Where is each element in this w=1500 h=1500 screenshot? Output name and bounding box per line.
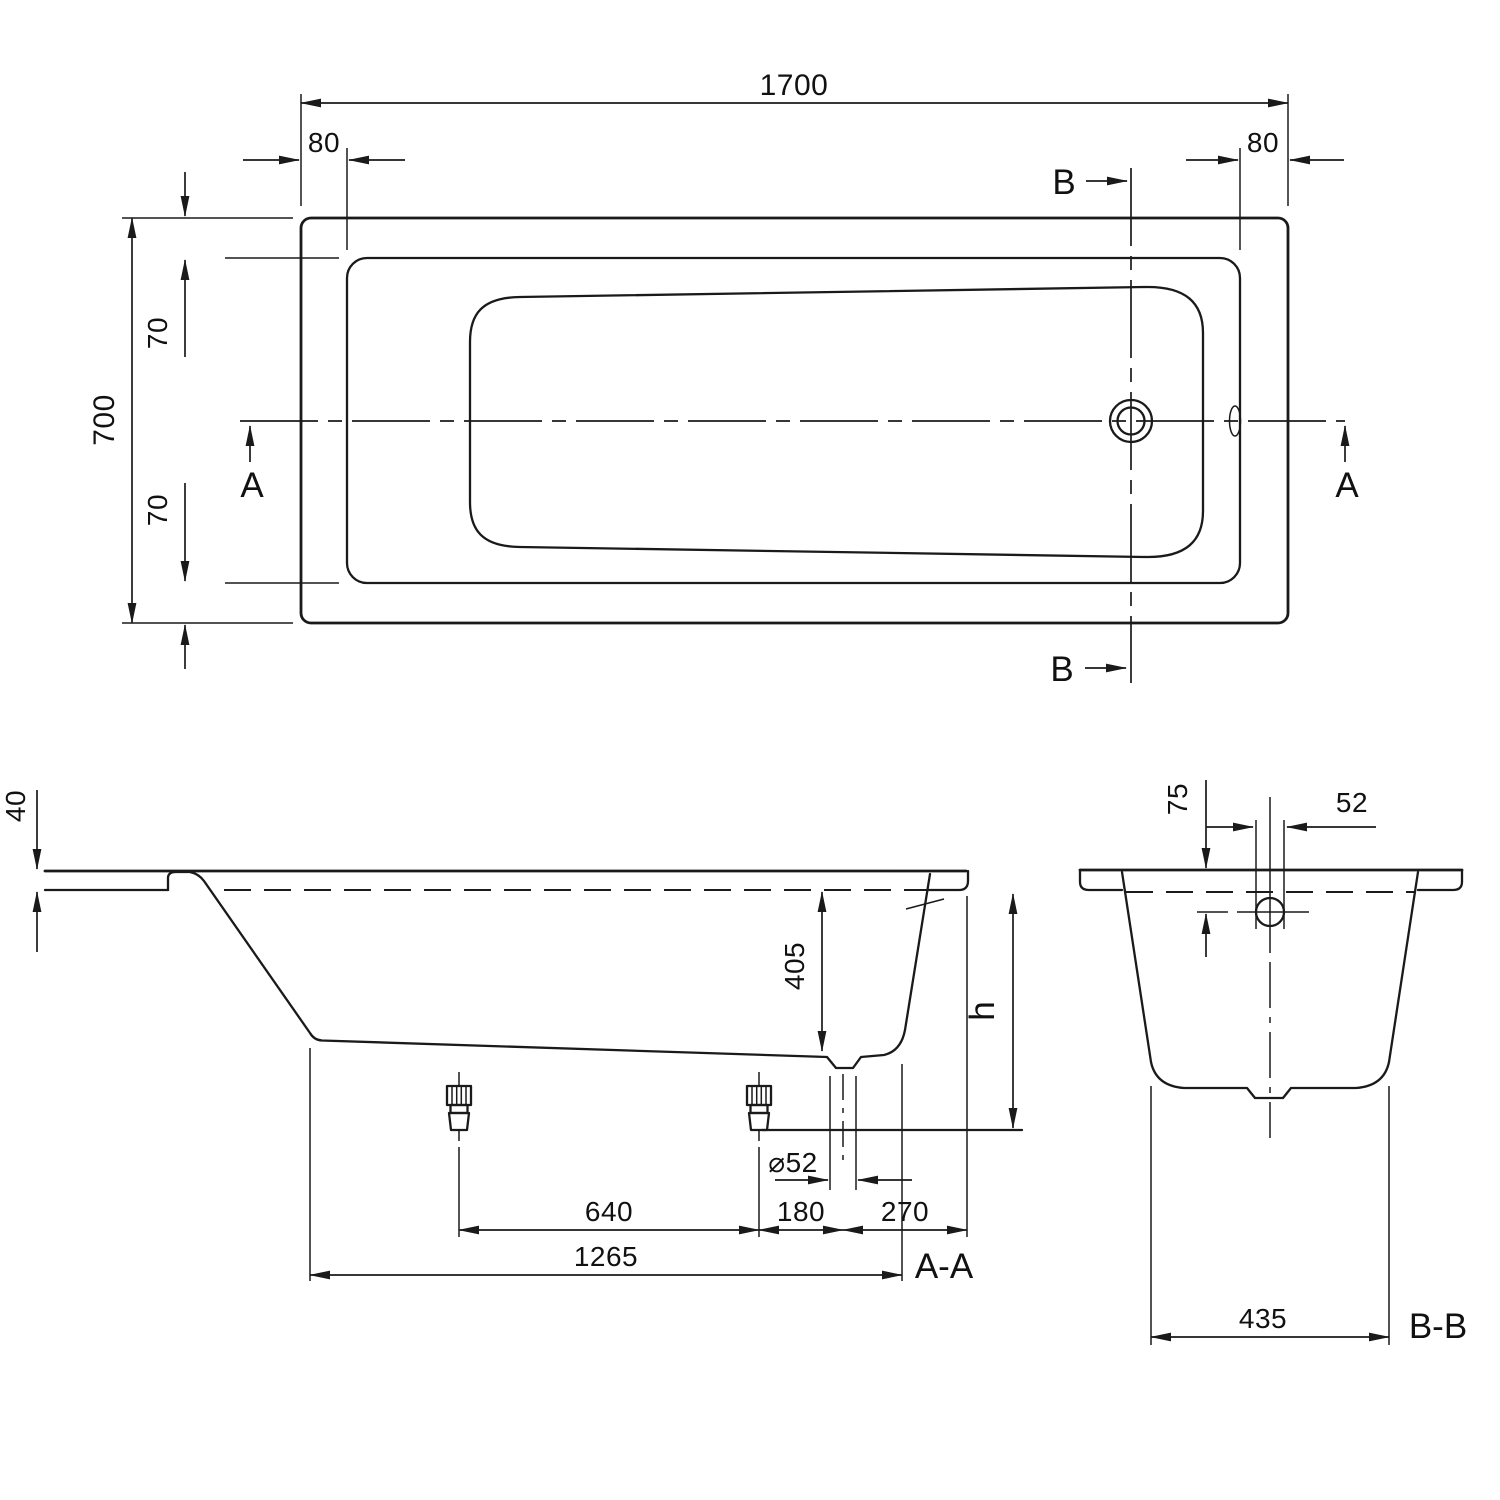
dim-rim-offset-right-label: 80 — [1247, 127, 1279, 158]
rim-block-left-bb — [1078, 868, 1124, 892]
section-a-label-left: A — [240, 466, 264, 505]
rim-block-right — [926, 869, 970, 892]
dim-width-label: 700 — [88, 394, 121, 446]
tub-profile — [166, 870, 932, 1070]
dim-overflow-diameter-label: 52 — [1336, 787, 1368, 818]
section-bb-view: 75 52 435 B-B — [1078, 780, 1467, 1346]
section-a-label-right: A — [1335, 466, 1359, 505]
section-aa-view: 40 405 h ⌀52 640 180 270 1265 A-A — [0, 790, 1024, 1286]
tub-basin-edge — [468, 285, 1205, 559]
dim-length-label: 1700 — [760, 69, 829, 102]
section-bb-title: B-B — [1409, 1307, 1467, 1346]
dim-drain-to-edge-label: 270 — [881, 1196, 929, 1227]
rim-block-right-bb — [1416, 868, 1464, 892]
adjustable-foot-left — [445, 1072, 473, 1154]
dim-base-width-label: 435 — [1239, 1303, 1287, 1334]
dim-base-length-label: 1265 — [574, 1241, 638, 1272]
adjustable-foot-right — [745, 1072, 773, 1154]
dim-rim-thickness-label: 40 — [0, 790, 31, 822]
dim-rim-offset-left-label: 80 — [308, 127, 340, 158]
dim-overflow-offset-label: 75 — [1162, 783, 1193, 815]
dim-drain-diameter-label: ⌀52 — [768, 1147, 818, 1178]
section-b-label-top: B — [1052, 163, 1075, 202]
section-aa-title: A-A — [915, 1247, 974, 1286]
tub-profile-bb — [1120, 870, 1420, 1100]
dim-foot-to-drain-label: 180 — [777, 1196, 825, 1227]
dim-feet-spacing-label: 640 — [585, 1196, 633, 1227]
dim-rim-bottom-label: 70 — [142, 494, 173, 526]
section-b-label-bottom: B — [1050, 650, 1073, 689]
top-view: 1700 80 80 700 70 70 A A B B — [88, 69, 1359, 689]
dim-rim-top-label: 70 — [142, 317, 173, 349]
slope-tick — [905, 898, 945, 910]
dim-height-label: h — [963, 1001, 1002, 1020]
dim-depth-label: 405 — [779, 942, 810, 990]
